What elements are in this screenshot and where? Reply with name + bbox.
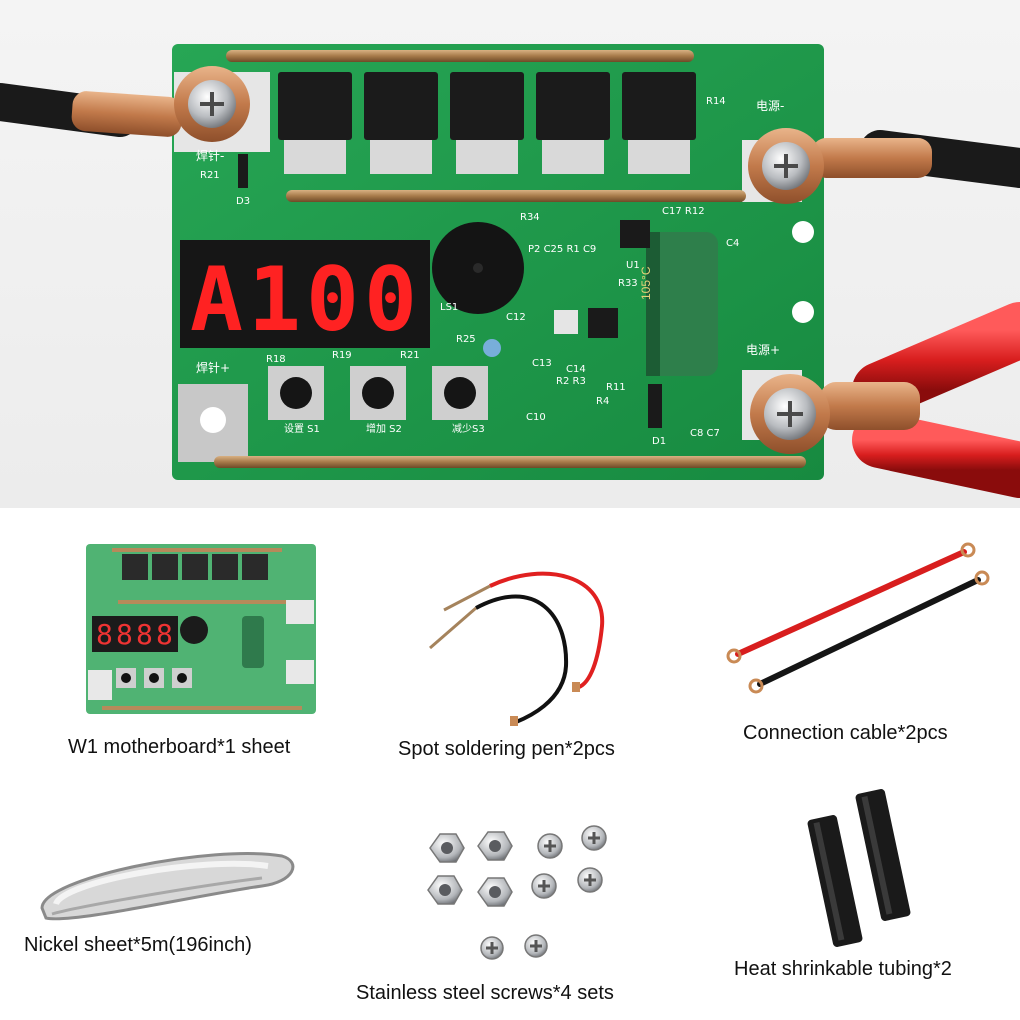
electrolytic-capacitor xyxy=(646,232,718,376)
silk-weld-minus: 焊针- xyxy=(196,148,224,163)
led-digit-2: 1 xyxy=(248,248,301,351)
silk-c10: C10 xyxy=(526,412,546,423)
diode-d1 xyxy=(648,384,662,428)
motherboard-thumbnail: 8 8 8 8 xyxy=(86,544,316,714)
silk-weld-plus: 焊针+ xyxy=(196,360,230,375)
silk-u1: U1 xyxy=(626,260,640,271)
spot-welder-board-photo: A 1 0 0 105°C 设置 S1 增加 S2 减少S3 xyxy=(0,44,1020,498)
caption-soldering-pen: Spot soldering pen*2pcs xyxy=(398,738,615,760)
hero-photo: A 1 0 0 105°C 设置 S1 增加 S2 减少S3 xyxy=(0,0,1020,508)
mini-digit-1: 8 xyxy=(96,618,113,651)
mini-digit-3: 8 xyxy=(136,618,153,651)
silk-r18: R18 xyxy=(266,354,286,365)
mini-digit-2: 8 xyxy=(116,618,133,651)
nickel-sheet-thumbnail xyxy=(40,852,295,921)
crystal xyxy=(554,310,578,334)
copper-lug-left xyxy=(71,91,183,137)
screws-thumbnail xyxy=(427,825,607,960)
caption-motherboard: W1 motherboard*1 sheet xyxy=(68,736,291,758)
silk-c12: C12 xyxy=(506,312,526,323)
button-s1-label: 设置 S1 xyxy=(284,423,320,435)
button-s3-label: 减少S3 xyxy=(452,423,485,435)
silk-r21b: R21 xyxy=(400,350,420,361)
silk-d3: D3 xyxy=(236,196,250,207)
mosfet-row xyxy=(278,72,696,174)
ic-u1 xyxy=(620,220,650,248)
copper-bar-bottom xyxy=(214,456,806,468)
silk-c17-r12: C17 R12 xyxy=(662,206,705,217)
ic-mcu xyxy=(588,308,618,338)
caption-heat-shrink: Heat shrinkable tubing*2 xyxy=(734,958,952,980)
silk-r19: R19 xyxy=(332,350,352,361)
silk-power-minus: 电源- xyxy=(756,99,784,113)
copper-lug-right-bottom xyxy=(820,382,920,430)
caption-screws: Stainless steel screws*4 sets xyxy=(356,982,614,1004)
connection-cable-thumbnail xyxy=(726,542,990,694)
mini-digit-4: 8 xyxy=(156,618,173,651)
diode-d3 xyxy=(238,154,248,188)
silk-r34: R34 xyxy=(520,212,540,223)
caption-connection-cable: Connection cable*2pcs xyxy=(743,722,948,744)
silk-d1: D1 xyxy=(652,436,666,447)
silk-c4: C4 xyxy=(726,238,739,249)
button-s2[interactable] xyxy=(350,366,406,420)
heat-shrink-tubing-thumbnail xyxy=(807,789,911,947)
silk-c25: P2 C25 R1 C9 xyxy=(528,244,596,255)
silk-ls1: LS1 xyxy=(440,302,458,313)
blue-led xyxy=(483,339,501,357)
caption-nickel-sheet: Nickel sheet*5m(196inch) xyxy=(24,934,252,956)
silk-c13: C13 xyxy=(532,358,552,369)
copper-lug-right-top xyxy=(812,138,932,178)
red-cable-upper xyxy=(852,302,1020,418)
silk-r33: R33 xyxy=(618,278,638,289)
led-digit-1: A xyxy=(190,248,243,351)
silk-r14: R14 xyxy=(706,96,726,107)
soldering-pen-thumbnail xyxy=(429,571,605,726)
silk-c14: C14 xyxy=(566,364,586,375)
led-display xyxy=(180,240,430,348)
silk-c8-c7: C8 C7 xyxy=(690,428,720,439)
led-digit-4: 0 xyxy=(364,248,417,351)
button-s1[interactable] xyxy=(268,366,324,420)
silk-r11: R11 xyxy=(606,382,626,393)
copper-bar-middle xyxy=(286,190,746,202)
silk-power-plus: 电源+ xyxy=(746,343,780,357)
copper-bar-top xyxy=(226,50,694,62)
button-s3[interactable] xyxy=(432,366,488,420)
silk-r2-r3: R2 R3 xyxy=(556,376,586,387)
silk-r25: R25 xyxy=(456,334,476,345)
led-digit-3: 0 xyxy=(306,248,359,351)
silk-r4: R4 xyxy=(596,396,609,407)
red-cable-lower xyxy=(852,412,1020,498)
capacitor-rating: 105°C xyxy=(639,266,653,300)
silk-r21: R21 xyxy=(200,170,220,181)
button-s2-label: 增加 S2 xyxy=(366,422,402,435)
